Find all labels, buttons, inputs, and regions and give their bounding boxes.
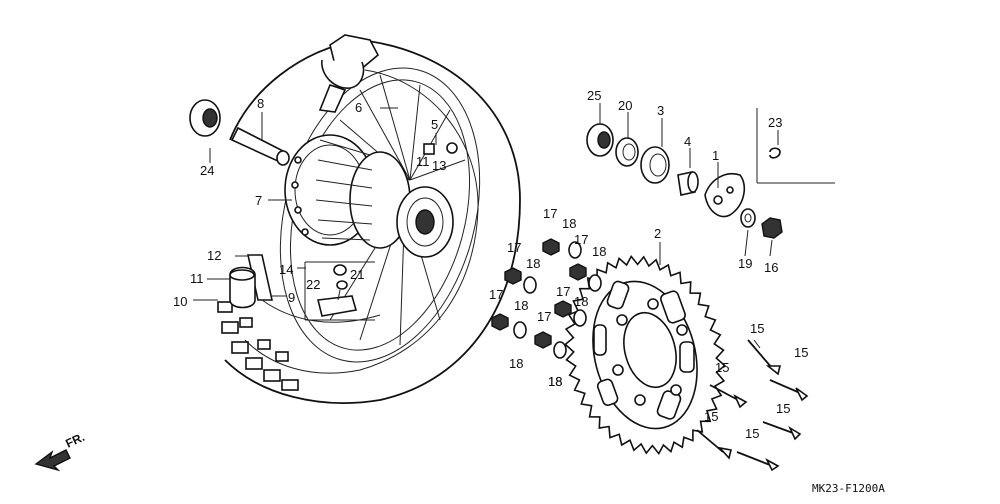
label-15: 15 <box>750 321 764 336</box>
label-15: 15 <box>794 345 808 360</box>
seal-20 <box>615 137 639 167</box>
label-17: 17 <box>556 284 570 299</box>
callout-labels: 25 20 3 4 1 23 8 6 5 24 7 11 13 2 12 17 … <box>173 88 808 441</box>
label-4: 4 <box>684 134 691 149</box>
sprocket-washers <box>513 241 602 359</box>
label-18: 18 <box>574 294 588 309</box>
label-17: 17 <box>489 287 503 302</box>
hub-flange-holes <box>291 156 309 236</box>
label-22: 22 <box>306 277 320 292</box>
label-18: 18 <box>562 216 576 231</box>
label-5: 5 <box>431 117 438 132</box>
label-16: 16 <box>764 260 778 275</box>
front-direction-arrow: FR. <box>34 430 87 472</box>
label-15: 15 <box>715 360 729 375</box>
label-13: 13 <box>432 158 446 173</box>
label-24: 24 <box>200 163 214 178</box>
label-12: 12 <box>207 248 221 263</box>
clip-23-inset <box>756 108 835 184</box>
label-18: 18 <box>514 298 528 313</box>
bearing-24 <box>189 99 221 137</box>
label-19: 19 <box>738 256 752 271</box>
label-21: 21 <box>350 267 364 282</box>
rear-hub <box>284 134 454 258</box>
label-17: 17 <box>537 309 551 324</box>
label-15: 15 <box>704 409 718 424</box>
label-18: 18 <box>526 256 540 271</box>
washer-19 <box>740 208 756 228</box>
axle-sleeve-8 <box>230 126 290 166</box>
label-9: 9 <box>288 290 295 305</box>
label-10: 10 <box>173 294 187 309</box>
label-15: 15 <box>745 426 759 441</box>
diagram-code: MK23-F1200A <box>812 482 885 495</box>
collar-4 <box>677 171 699 196</box>
label-17: 17 <box>574 232 588 247</box>
lock-nut-parts <box>317 264 358 317</box>
bracket-14 <box>304 261 375 321</box>
chain-adjuster-1 <box>704 173 746 218</box>
direction-label: FR. <box>63 430 86 451</box>
label-8: 8 <box>257 96 264 111</box>
label-25: 25 <box>587 88 601 103</box>
valve <box>229 266 256 309</box>
label-14: 14 <box>279 262 293 277</box>
sprocket-2 <box>564 254 726 456</box>
label-2: 2 <box>654 226 661 241</box>
valve-cap-parts <box>423 142 458 155</box>
bearing-25 <box>586 123 614 157</box>
label-15: 15 <box>776 401 790 416</box>
label-6: 6 <box>355 100 362 115</box>
label-18: 18 <box>548 374 562 389</box>
sprocket-nuts <box>491 238 587 349</box>
label-7: 7 <box>255 193 262 208</box>
sprocket-flange-3 <box>640 146 670 184</box>
label-11: 11 <box>416 154 430 169</box>
label-20: 20 <box>618 98 632 113</box>
label-11: 11 <box>190 271 204 286</box>
label-17: 17 <box>507 240 521 255</box>
axle-nut-16 <box>761 217 783 239</box>
label-17: 17 <box>543 206 557 221</box>
label-18: 18 <box>509 356 523 371</box>
sprocket-bolt-holes <box>612 298 688 406</box>
sprocket-bolts <box>696 339 809 472</box>
leader-lines <box>193 103 779 349</box>
label-18: 18 <box>548 374 562 389</box>
label-3: 3 <box>657 103 664 118</box>
label-1: 1 <box>712 148 719 163</box>
label-23: 23 <box>768 115 782 130</box>
top-bracket <box>318 34 380 113</box>
label-18: 18 <box>592 244 606 259</box>
